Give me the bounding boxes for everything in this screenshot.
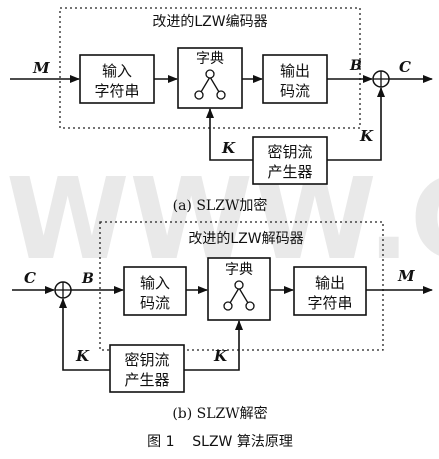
- encoder-output-box: [262, 54, 328, 104]
- encoder-mid-symbol: B: [349, 58, 362, 74]
- encoder-title: 改进的LZW编码器: [152, 14, 267, 30]
- decoder-keygen-label-1: 密钥流: [124, 351, 169, 369]
- encoder-input-label-1: 输入: [102, 62, 132, 80]
- decoder-input-box: [123, 266, 187, 316]
- encoder-output-label-2: 码流: [280, 82, 310, 100]
- encoder-diagram: 改进的LZW编码器 输入 字符串 字典 输出 码流 M B: [10, 7, 433, 214]
- encoder-xor-icon: [372, 70, 390, 88]
- decoder-input-label-2: 码流: [140, 294, 170, 312]
- encoder-keygen-box: [252, 136, 328, 185]
- decoder-out-symbol: M: [397, 267, 415, 285]
- figure-caption: 图 1 SLZW 算法原理: [147, 434, 293, 450]
- encoder-keygen-label-1: 密钥流: [267, 143, 312, 161]
- encoder-key-arrow-dict: [206, 108, 253, 161]
- decoder-key-symbol-1: K: [75, 347, 90, 365]
- decoder-output-label-2: 字符串: [307, 294, 352, 312]
- decoder-diagram: 改进的LZW解码器 C B 输入 码流 字典 输出 字符串: [12, 221, 433, 422]
- decoder-xor-icon: [54, 281, 72, 299]
- decoder-key-symbol-2: K: [213, 347, 228, 365]
- encoder-key-symbol-2: K: [359, 127, 374, 145]
- encoder-out-symbol: C: [399, 58, 411, 76]
- decoder-dotted-frame: [99, 221, 384, 351]
- encoder-input-label-2: 字符串: [94, 82, 139, 100]
- decoder-caption: (b) SLZW解密: [172, 405, 267, 422]
- decoder-output-label-1: 输出: [315, 274, 345, 292]
- decoder-in-symbol: C: [24, 269, 36, 287]
- encoder-output-label-1: 输出: [280, 62, 310, 80]
- encoder-key-symbol-1: K: [221, 139, 236, 157]
- decoder-key-arrow-dict: [184, 320, 243, 371]
- decoder-output-box: [293, 266, 367, 316]
- decoder-title: 改进的LZW解码器: [188, 231, 303, 247]
- encoder-dict-tree-icon: [194, 69, 226, 100]
- decoder-keygen-box: [109, 344, 185, 393]
- decoder-key-arrow-xor: [59, 298, 110, 371]
- decoder-dict-label: 字典: [225, 262, 253, 278]
- encoder-in-symbol: M: [32, 59, 50, 77]
- decoder-keygen-label-2: 产生器: [124, 371, 169, 389]
- encoder-input-box: [79, 54, 155, 104]
- encoder-key-arrow-xor: [327, 87, 385, 161]
- encoder-caption: (a) SLZW加密: [173, 197, 268, 214]
- decoder-input-label-1: 输入: [140, 274, 170, 292]
- encoder-dict-label: 字典: [196, 51, 224, 67]
- decoder-dict-tree-icon: [223, 280, 255, 311]
- decoder-mid-symbol: B: [81, 271, 94, 287]
- encoder-keygen-label-2: 产生器: [267, 163, 312, 181]
